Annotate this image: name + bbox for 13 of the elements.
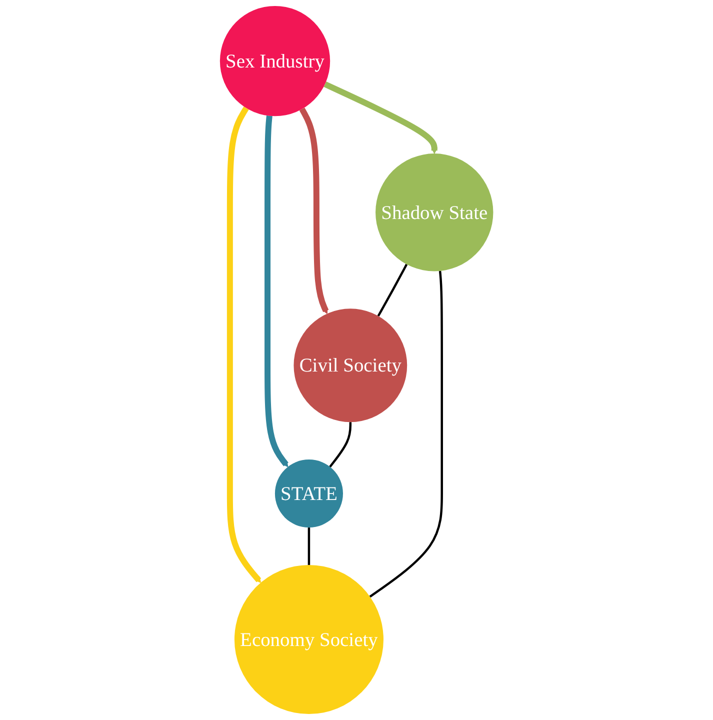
node-circle: STATE (274, 460, 343, 528)
connector (369, 270, 443, 598)
node-circle: Economy Society (234, 564, 384, 714)
arrow (299, 108, 329, 314)
node-circle: Shadow State (375, 154, 494, 272)
node-circle: Sex Industry (220, 6, 330, 116)
connector (308, 528, 310, 565)
arrow (264, 116, 288, 468)
node-circle: Civil Society (294, 308, 408, 422)
arrow (226, 106, 262, 583)
connector (329, 422, 352, 468)
connector (377, 264, 408, 317)
arrow (324, 81, 438, 154)
